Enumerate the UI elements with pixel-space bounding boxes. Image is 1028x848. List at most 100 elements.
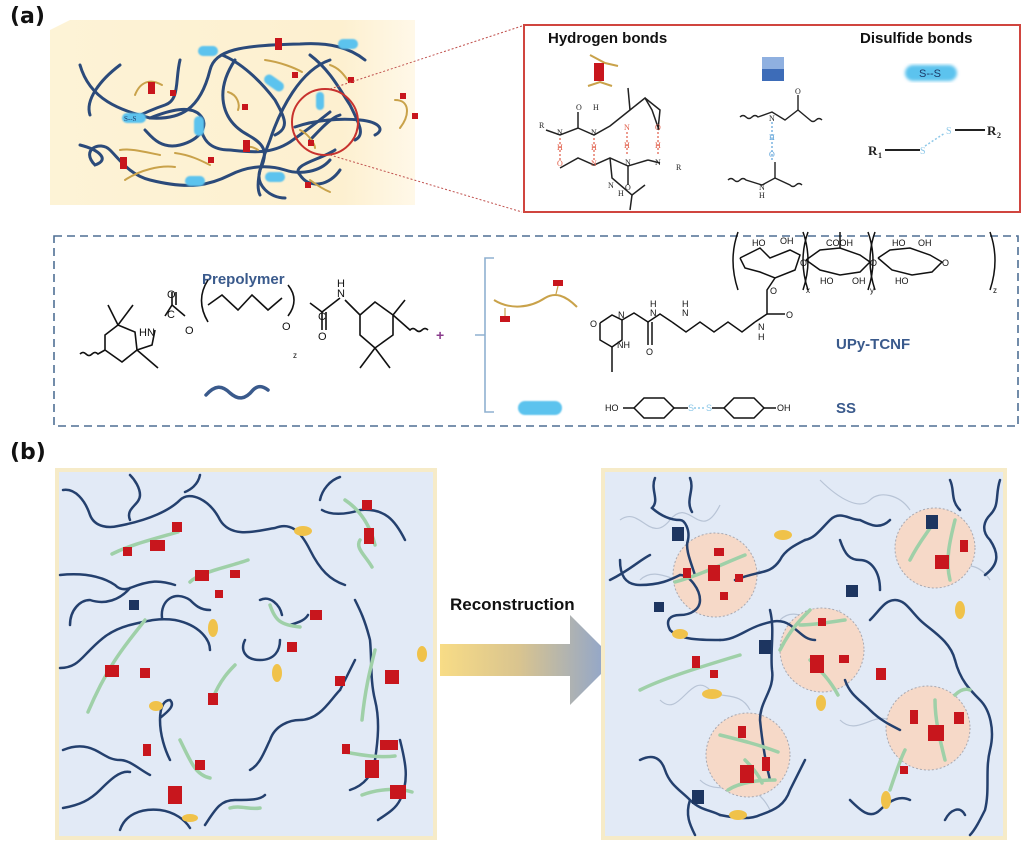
- disulfide-blob: [194, 116, 204, 136]
- atom-label: H: [618, 189, 624, 198]
- prepolymer-atom-labels: HN O C O O z C O N H: [139, 278, 345, 360]
- upy-motif: [195, 760, 205, 770]
- atom-label: N: [624, 123, 630, 132]
- upy-motif: [762, 757, 770, 771]
- reconstruction-label: Reconstruction: [450, 595, 575, 614]
- upy-motif: [105, 665, 119, 677]
- upy-dimer: [928, 725, 944, 741]
- atom-label: O: [942, 258, 949, 268]
- repeat-subscript: y: [870, 286, 874, 295]
- ss-blob-icon: [518, 401, 562, 415]
- atom-label: N: [557, 128, 563, 137]
- crosslink-node: [129, 600, 139, 610]
- upy-motif: [215, 590, 223, 598]
- prepolymer-label: Prepolymer: [202, 271, 285, 288]
- upy-dimer: [810, 655, 824, 673]
- atom-label: S: [946, 126, 952, 137]
- atom-label: H: [655, 141, 661, 150]
- right-ss-links: [672, 530, 965, 820]
- h-bond-lines: [559, 132, 659, 160]
- atom-label: OH: [852, 276, 866, 286]
- upy-motif: [400, 93, 406, 99]
- upy-tcnf-atom-labels: O N NH N H O N H N H O O HO OH O COOH HO…: [590, 236, 997, 357]
- repeat-subscript: x: [806, 286, 810, 295]
- atom-label: N: [758, 322, 765, 332]
- upy-motif: [710, 670, 718, 678]
- network-box-background: [50, 20, 415, 205]
- upy-motif: [818, 618, 826, 626]
- disulfide-blob: [316, 92, 324, 110]
- atom-label: HO: [605, 403, 619, 413]
- right-polymer-chains: [608, 476, 1002, 837]
- atom-label: OH: [918, 238, 932, 248]
- ss-link: [881, 791, 891, 809]
- atom-label: H: [769, 133, 775, 142]
- atom-label: HN: [139, 327, 155, 339]
- plus-sign: +: [436, 327, 444, 343]
- upy-motif: [292, 72, 298, 78]
- upy-motifs: [120, 38, 418, 188]
- disulfide-blobs: [122, 39, 358, 186]
- atom-label: OH: [780, 236, 794, 246]
- panel-b-left: [55, 468, 437, 840]
- repeat-subscript: z: [993, 286, 997, 295]
- atom-label: S: [920, 146, 926, 157]
- upy-dimer: [740, 765, 754, 783]
- repeat-subscript: z: [293, 351, 297, 360]
- atom-label: S: [688, 403, 694, 413]
- upy-motif: [170, 90, 176, 96]
- upy-motif: [242, 104, 248, 110]
- atom-label: O: [625, 183, 631, 192]
- ss-badge-glow: [905, 65, 957, 81]
- upy-atom-labels: R N N N O O H H H H H O N N N R O N H: [539, 103, 682, 198]
- atom-label: N: [655, 158, 661, 167]
- disulfide-structure: R 1 S S R 2: [868, 123, 1001, 160]
- atom-label: N: [682, 308, 689, 318]
- panel-a-label: (a): [10, 4, 45, 29]
- ss-link: [816, 695, 826, 711]
- upy-motif: [342, 744, 350, 754]
- upy-motif: [735, 574, 743, 582]
- zoom-line-top: [329, 25, 523, 90]
- atom-label: N: [591, 159, 597, 168]
- bond-inset: Hydrogen bonds Disulfide bonds: [523, 24, 1021, 213]
- disulfide-bonds-title: Disulfide bonds: [860, 30, 973, 47]
- atom-label: O: [282, 321, 291, 333]
- upy-motif: [335, 676, 345, 686]
- disulfide-blob: [198, 46, 218, 56]
- atom-label: O: [786, 310, 793, 320]
- urethane-hbond: N O H O N H: [727, 57, 823, 200]
- ss-structure: HO S S OH: [605, 397, 791, 419]
- tcnf-chains: [119, 59, 408, 193]
- disulfide-blob: [338, 39, 358, 49]
- upy-dimer-structure: [545, 87, 661, 211]
- upy-motif: [195, 570, 209, 581]
- polymer-chains: [78, 42, 382, 200]
- upy-motif: [168, 786, 182, 804]
- upy-motif: [243, 140, 250, 152]
- atom-label: NH: [617, 340, 630, 350]
- atom-label: O: [770, 286, 777, 296]
- arrow-shape: [440, 615, 615, 705]
- upy-motif: [365, 760, 379, 778]
- atom-label: C: [318, 311, 326, 323]
- upy-motif: [150, 540, 165, 551]
- ss-link: [149, 701, 163, 711]
- atom-label: O: [655, 123, 661, 132]
- upy-motif: [310, 610, 322, 620]
- right-hard-domains: [654, 515, 938, 804]
- atom-label: HO: [820, 276, 834, 286]
- reconstruction-arrow[interactable]: Reconstruction: [440, 595, 615, 705]
- ss-link: [272, 664, 282, 682]
- ss-link: [417, 646, 427, 662]
- atom-label: H: [650, 299, 657, 309]
- disulfide-blob: [265, 172, 285, 182]
- upy-motif: [140, 668, 150, 678]
- upy-motif: [308, 140, 314, 146]
- upy-motif: [876, 668, 886, 680]
- zoom-circle: [291, 88, 359, 156]
- atom-label: H: [624, 141, 630, 150]
- atom-label: H: [758, 332, 765, 342]
- r1-label: R: [868, 143, 878, 158]
- hard-domain: [926, 515, 938, 529]
